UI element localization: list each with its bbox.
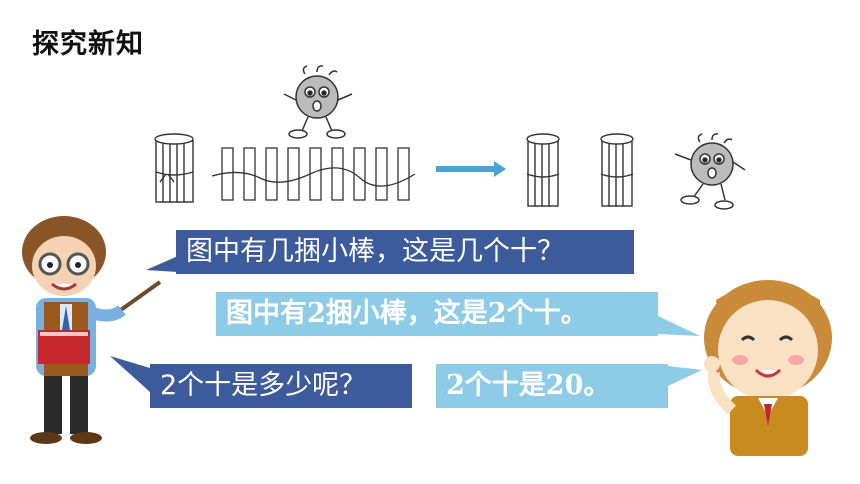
teacher-question-text: 图中有几捆小棒，这是几个十？ — [186, 236, 564, 267]
page-title: 探究新知 — [32, 29, 144, 60]
virus-mascot-icon — [674, 133, 746, 210]
girl-answer-2-text: 2个十是20。 — [446, 370, 611, 401]
stick-bundle-icon — [526, 133, 560, 207]
girl-answer-text: 图中有2捆小棒，这是2个十。 — [226, 298, 588, 329]
teacher-question-2-bubble: 2个十是多少呢？ — [150, 364, 412, 408]
virus-mascot-icon — [283, 65, 353, 139]
teacher-question-bubble: 图中有几捆小棒，这是几个十？ — [176, 230, 634, 274]
stick-bundle-icon — [154, 133, 194, 203]
girl-answer-2-bubble: 2个十是20。 — [436, 364, 668, 408]
loose-sticks-icon — [211, 147, 416, 201]
arrow-right-icon — [436, 161, 506, 177]
teacher-question-2-text: 2个十是多少呢？ — [160, 370, 367, 401]
girl-answer-bubble: 图中有2捆小棒，这是2个十。 — [216, 292, 658, 336]
stick-bundle-icon — [600, 133, 634, 207]
